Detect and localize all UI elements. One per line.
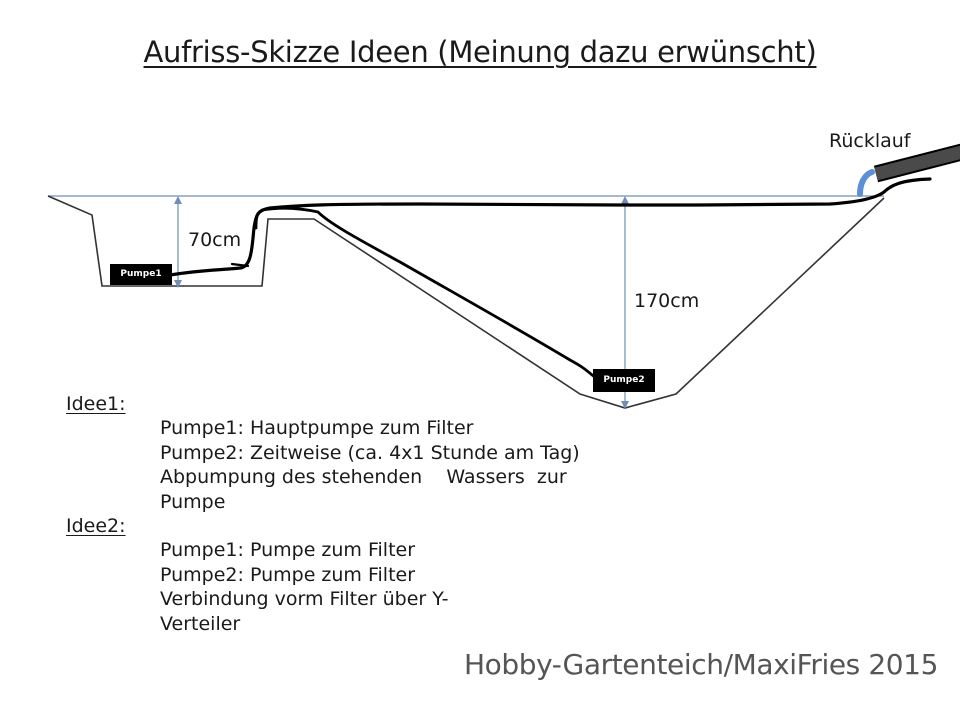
return-flow-label: Rücklauf bbox=[829, 130, 911, 152]
idea2-heading: Idee2: bbox=[66, 515, 126, 538]
footer-credit: Hobby-Gartenteich/MaxiFries 2015 bbox=[463, 648, 938, 681]
depth-large-label: 170cm bbox=[634, 290, 700, 312]
page-title: Aufriss-Skizze Ideen (Meinung dazu erwün… bbox=[143, 35, 817, 69]
idea2-body: Pumpe1: Pumpe zum Filter Pumpe2: Pumpe z… bbox=[160, 538, 626, 636]
idea1-line: Pumpe1: Hauptpumpe zum Filter bbox=[160, 417, 474, 440]
idea1-line: Pumpe bbox=[160, 490, 226, 513]
pump1-box: Pumpe1 bbox=[110, 264, 172, 285]
idea1-block: Idee1: Pumpe1: Hauptpumpe zum Filter Pum… bbox=[66, 392, 626, 514]
idea2-line: Pumpe2: Pumpe zum Filter bbox=[160, 563, 416, 586]
idea2-line: Pumpe1: Pumpe zum Filter bbox=[160, 539, 416, 562]
idea1-heading: Idee1: bbox=[66, 393, 126, 415]
idea1-body: Pumpe1: Hauptpumpe zum Filter Pumpe2: Ze… bbox=[160, 416, 626, 514]
return-pipe bbox=[857, 143, 960, 197]
idea1-line: Abpumpung des stehenden Wassers zur bbox=[160, 466, 567, 489]
idea2-line: Verbindung vorm Filter über Y- bbox=[160, 588, 449, 611]
hose-pump1 bbox=[168, 177, 932, 277]
ideas-notes: Idee1: Pumpe1: Hauptpumpe zum Filter Pum… bbox=[66, 392, 626, 636]
hose-pump1-end bbox=[230, 262, 250, 268]
depth-small-label: 70cm bbox=[188, 229, 242, 251]
pond-outline bbox=[47, 195, 885, 409]
idea2-line: Verteiler bbox=[160, 612, 241, 635]
depth-measure-small bbox=[174, 196, 182, 288]
pump2-box: Pumpe2 bbox=[593, 369, 655, 392]
hose-pump2 bbox=[254, 206, 598, 380]
idea2-block: Idee2: Pumpe1: Pumpe zum Filter Pumpe2: … bbox=[66, 514, 626, 636]
idea1-line: Pumpe2: Zeitweise (ca. 4x1 Stunde am Tag… bbox=[160, 441, 580, 464]
